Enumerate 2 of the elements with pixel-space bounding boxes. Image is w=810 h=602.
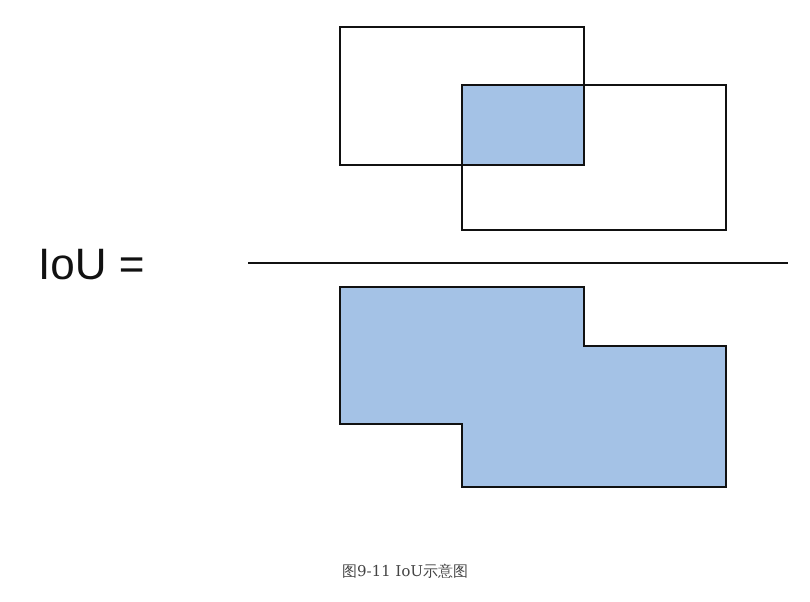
formula-text: IoU =	[38, 240, 144, 289]
figure-caption: 图9-11 IoU示意图	[342, 562, 468, 580]
